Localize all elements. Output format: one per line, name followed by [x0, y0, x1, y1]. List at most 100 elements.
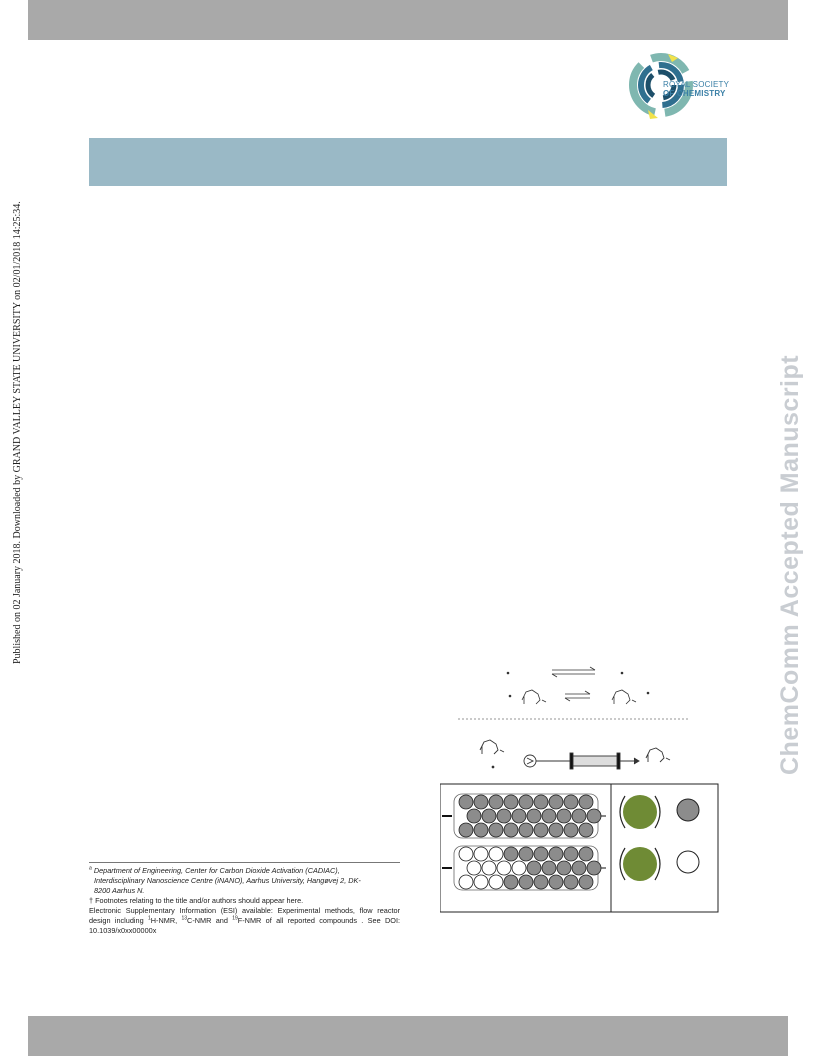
bead-empty	[488, 874, 504, 890]
footnotes: a Department of Engineering, Center for …	[89, 866, 400, 936]
bead-filled	[556, 808, 572, 824]
bead-filled	[503, 794, 519, 810]
bead-filled	[518, 874, 534, 890]
bead-empty	[488, 846, 504, 862]
affiliation-footnote: a Department of Engineering, Center for …	[89, 866, 400, 896]
affiliation-marker: a	[89, 865, 92, 872]
plus-sign	[508, 694, 512, 698]
header-band	[28, 0, 788, 40]
bead-filled	[503, 874, 519, 890]
bead-filled	[578, 874, 594, 890]
bead-filled	[563, 874, 579, 890]
catalyst-particle	[623, 847, 657, 881]
bead-filled	[578, 794, 594, 810]
watermark-text: ChemComm Accepted Manuscript	[776, 354, 804, 775]
plus-sign	[620, 671, 624, 675]
pump-icon	[523, 754, 537, 768]
bead-empty	[473, 874, 489, 890]
download-notice-text: Published on 02 January 2018. Downloaded…	[12, 201, 23, 664]
dagger-footnote: † Footnotes relating to the title and/or…	[89, 896, 304, 905]
bead-legend-empty	[676, 850, 700, 874]
bead-empty	[458, 846, 474, 862]
bead-filled	[496, 808, 512, 824]
bead-empty	[511, 860, 527, 876]
flow-setup	[479, 739, 671, 770]
diene-structure	[521, 689, 547, 705]
bead-filled	[556, 860, 572, 876]
bead-filled	[578, 822, 594, 838]
affiliation-line: Interdisciplinary Nanoscience Centre (iN…	[94, 876, 361, 885]
plus-sign	[506, 671, 510, 675]
bead-filled	[571, 808, 587, 824]
bead-filled	[586, 808, 602, 824]
bead-filled	[503, 846, 519, 862]
bead-filled	[548, 846, 564, 862]
plus-sign	[491, 765, 495, 769]
bead-filled	[526, 808, 542, 824]
diene-structure	[611, 689, 637, 705]
esi-superscript: 13	[181, 915, 188, 922]
bead-filled	[518, 822, 534, 838]
packed-column-icon	[571, 755, 619, 767]
bead-filled	[563, 794, 579, 810]
plus-sign	[646, 691, 650, 695]
bead-filled	[466, 808, 482, 824]
bead-empty	[496, 860, 512, 876]
catalyst-panel	[619, 795, 700, 881]
bead-filled	[533, 794, 549, 810]
bead-columns	[442, 793, 606, 891]
bead-filled	[548, 874, 564, 890]
bead-filled	[548, 794, 564, 810]
publisher-line-2: OF CHEMISTRY	[663, 89, 726, 98]
bead-filled	[548, 822, 564, 838]
bead-filled	[586, 860, 602, 876]
esi-footnote: Electronic Supplementary Information (ES…	[89, 906, 400, 936]
bead-empty	[481, 860, 497, 876]
equilibrium-scheme	[506, 666, 650, 705]
esi-text: H-NMR,	[150, 916, 182, 925]
column-detail-box	[440, 783, 719, 913]
bead-filled	[541, 808, 557, 824]
title-banner	[89, 138, 727, 186]
bead-filled	[571, 860, 587, 876]
bead-filled	[533, 846, 549, 862]
esi-text: C-NMR and	[187, 916, 233, 925]
affiliation-line: Department of Engineering, Center for Ca…	[93, 866, 340, 875]
bead-filled	[473, 822, 489, 838]
esi-superscript: 19	[232, 915, 238, 922]
bead-filled	[488, 822, 504, 838]
bead-filled	[578, 846, 594, 862]
esi-text: F-NMR of all reported compounds . See DO…	[89, 916, 401, 935]
bead-filled	[511, 808, 527, 824]
bead-filled	[503, 822, 519, 838]
publisher-name: ROYAL SOCIETY OF CHEMISTRY	[663, 80, 729, 98]
footer-band	[28, 1016, 788, 1056]
bead-filled	[481, 808, 497, 824]
affiliation-line: 8200 Aarhus N.	[94, 886, 145, 895]
footnote-divider	[89, 862, 400, 863]
bead-empty	[458, 874, 474, 890]
bead-empty	[466, 860, 482, 876]
bead-filled	[473, 794, 489, 810]
bead-legend-filled	[676, 798, 700, 822]
esi-text: Electronic Supplementary Information (ES…	[89, 906, 400, 925]
bead-filled	[563, 846, 579, 862]
publisher-line-1: ROYAL SOCIETY	[663, 80, 730, 89]
bead-filled	[458, 794, 474, 810]
diene-structure	[645, 747, 671, 763]
bead-filled	[533, 874, 549, 890]
bead-filled	[526, 860, 542, 876]
bead-filled	[533, 822, 549, 838]
catalyst-particle	[623, 795, 657, 829]
bead-filled	[541, 860, 557, 876]
bead-filled	[518, 794, 534, 810]
bead-empty	[473, 846, 489, 862]
bead-filled	[518, 846, 534, 862]
esi-superscript: 1	[148, 915, 151, 922]
bead-filled	[488, 794, 504, 810]
bead-filled	[563, 822, 579, 838]
bead-filled	[458, 822, 474, 838]
diene-structure	[479, 739, 505, 755]
rsc-logo	[629, 53, 693, 119]
reaction-scheme-figure	[440, 666, 719, 913]
